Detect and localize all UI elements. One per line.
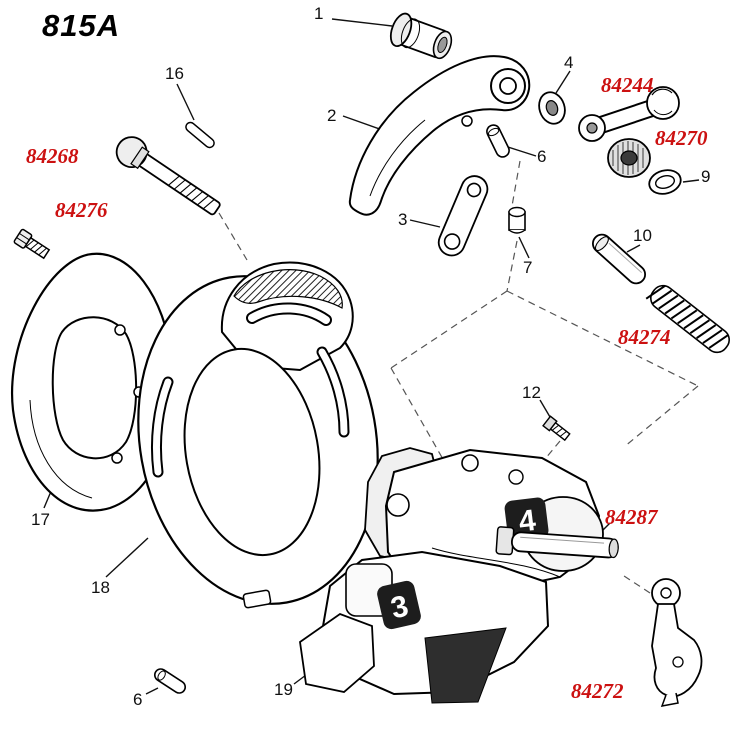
part-84274-spring <box>645 284 730 354</box>
callout-19: 19 <box>274 680 293 699</box>
callout-2: 2 <box>327 106 337 125</box>
part-9-washer <box>648 169 682 195</box>
callout-9: 9 <box>701 167 711 186</box>
part-84287-shaft <box>495 526 619 559</box>
callout-6-upper: 6 <box>537 147 547 166</box>
part-84244-link <box>578 86 680 142</box>
model-number: 815A <box>42 8 121 43</box>
callout-4: 4 <box>564 53 574 72</box>
part-84276-screw <box>13 228 51 260</box>
part-84268-bolt <box>115 136 221 216</box>
die-slot-marking-4: 4 <box>517 504 538 539</box>
part-12-screw <box>542 415 571 442</box>
callout-16: 16 <box>165 64 184 83</box>
part-10-shaft <box>592 233 646 285</box>
callout-6-lower: 6 <box>133 690 143 709</box>
part-19-die-head-body: 4 3 <box>299 447 604 704</box>
part-number-84268: 84268 <box>26 144 79 168</box>
callout-10: 10 <box>633 226 652 245</box>
part-number-84270: 84270 <box>655 126 708 150</box>
part-3-link <box>437 175 489 257</box>
part-6-pin-upper <box>486 124 510 158</box>
part-number-84287: 84287 <box>605 505 658 529</box>
part-84272-pawl <box>651 578 703 707</box>
callout-18: 18 <box>91 578 110 597</box>
callout-3: 3 <box>398 210 408 229</box>
part-16-pin <box>185 121 215 149</box>
part-2-cam-lever <box>348 55 531 216</box>
callout-12: 12 <box>522 383 541 402</box>
part-17-cover-plate <box>10 252 175 512</box>
part-18-cam-plate <box>137 261 379 609</box>
callout-leader-lines <box>43 18 700 695</box>
callout-7: 7 <box>523 258 533 277</box>
part-6-pin-lower <box>153 668 187 694</box>
part-84270-nut <box>607 138 651 178</box>
part-number-84244: 84244 <box>601 73 654 97</box>
callout-17: 17 <box>31 510 50 529</box>
die-slot-marking-3: 3 <box>388 589 412 625</box>
part-number-84272: 84272 <box>571 679 624 703</box>
part-1-bushing <box>389 12 453 60</box>
part-number-84276: 84276 <box>55 198 108 222</box>
callout-1: 1 <box>314 4 324 23</box>
part-7-plunger <box>508 206 526 234</box>
part-number-84274: 84274 <box>618 325 671 349</box>
part-4-washer <box>538 91 566 125</box>
